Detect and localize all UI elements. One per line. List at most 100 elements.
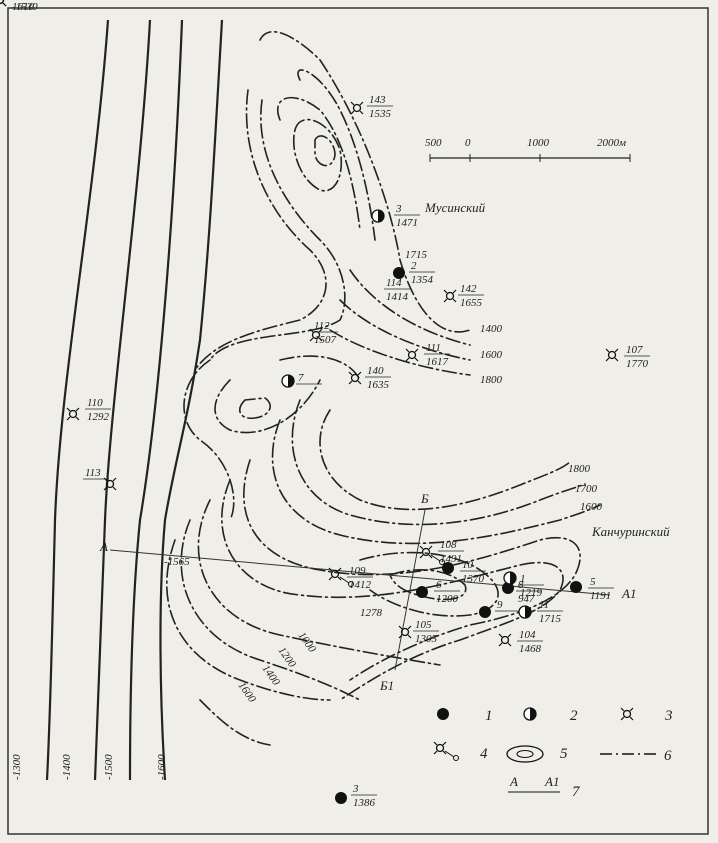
well-9-22-id: 9: [497, 599, 503, 611]
well-8-20-value: 947: [518, 593, 535, 605]
well-11-23-value: 1715: [539, 613, 562, 625]
well-114-5-id: 114: [386, 277, 402, 289]
well-108-15-value: 1491: [440, 553, 462, 565]
well-143-0-id: 143: [369, 94, 386, 106]
legend-section-label-right: А1: [544, 774, 559, 789]
legend-item-3: 3: [664, 708, 673, 724]
scale-label-2: 1000: [527, 137, 550, 149]
well-103-27-value: 1610: [12, 1, 35, 13]
well-9-22-symbol: [479, 606, 491, 618]
well-110-11-value: 1292: [87, 411, 110, 423]
well-1-17-id: 1: [520, 573, 526, 585]
legend-section-label-left: А: [509, 774, 518, 789]
well-10-16-id: 10: [462, 559, 474, 571]
well-143-0-symbol: [350, 101, 364, 115]
well-142-4-id: 142: [460, 283, 477, 295]
west-isolines: [45, 19, 224, 781]
well-114-5-value: 1414: [386, 291, 409, 303]
legend-symbol-2: [523, 707, 537, 721]
legend-item-4: 4: [480, 746, 488, 762]
legend-symbol-3: [620, 707, 634, 721]
well-6-19-id: 6: [436, 579, 442, 591]
well-140-8-value: 1635: [367, 379, 390, 391]
well-x-13-value: -1565: [164, 556, 190, 568]
well-107-10-value: 1770: [626, 358, 649, 370]
well-110-11-id: 110: [87, 397, 103, 409]
well-111-7-symbol: [405, 348, 419, 362]
isoline-label-west-1: -1400: [61, 754, 73, 780]
legend-symbol-4: [433, 741, 459, 761]
well-11-23-symbol: [518, 605, 532, 619]
legend-symbol-5: [506, 745, 544, 763]
well-109-14-symbol: [328, 567, 354, 587]
field-name-kanchurinsky: Канчуринский: [591, 524, 670, 539]
well-2-3-symbol: [393, 267, 405, 279]
well-7-9-symbol: [281, 374, 295, 388]
well-142-4-value: 1655: [460, 297, 483, 309]
well-111-7-id: 111: [426, 342, 441, 354]
well-104-25-symbol: [498, 633, 512, 647]
isoline-label-west-2: -1500: [103, 754, 115, 780]
profile-label-b1: Б1: [379, 678, 394, 693]
well-104-25-value: 1468: [519, 643, 542, 655]
well-142-4-symbol: [443, 289, 457, 303]
isoline-label-west-3: -1600: [156, 754, 168, 780]
well-3-1-value: 1471: [396, 217, 418, 229]
isoline-label-musinsky-2: 1800: [480, 374, 503, 386]
well-110-11-symbol: [66, 407, 80, 421]
well-5-21-value: 1191: [590, 590, 611, 602]
isoline-label-kanchurinsky-east-2: 1600: [580, 501, 603, 513]
well-3-26-symbol: [335, 792, 347, 804]
well-105-24-id: 105: [415, 619, 432, 631]
well-3-1-id: 3: [395, 203, 402, 215]
well-5-21-id: 5: [590, 576, 596, 588]
legend-item-7: 7: [572, 784, 581, 800]
isoline-label-west-0: -1300: [11, 754, 23, 780]
well-112-6-value: 1507: [314, 334, 337, 346]
well-104-25-id: 104: [519, 629, 536, 641]
well-109-14-value: 1412: [349, 579, 372, 591]
well-112-6-symbol: [309, 328, 323, 342]
well-143-0-value: 1535: [369, 108, 392, 120]
scale-label-1: 0: [465, 137, 471, 149]
well-113-12-symbol: [103, 477, 117, 491]
well-x-2-value: 1715: [405, 249, 428, 261]
legend-item-1: 1: [485, 708, 493, 724]
profile-label-a1: А1: [621, 586, 636, 601]
profile-lines: [109, 509, 611, 671]
well-108-15-symbol: [419, 545, 445, 565]
well-109-14-id: 109: [349, 565, 366, 577]
well-3-26-id: 3: [352, 783, 359, 795]
well-107-10-symbol: [605, 348, 619, 362]
kanchurinsky-contours: [166, 399, 601, 746]
well-7-9-id: 7: [298, 372, 304, 384]
well-3-1-symbol: [371, 209, 385, 223]
well-11-23-id: 11: [539, 599, 549, 611]
field-name-musinsky: Мусинский: [424, 200, 486, 215]
well-105-24-value: 1305: [415, 633, 438, 645]
legend-item-5: 5: [560, 746, 568, 762]
well-8-20-id: 8: [518, 579, 524, 591]
well-10-16-value: 1370: [462, 573, 485, 585]
well-106-28-value: -1530: [12, 1, 38, 13]
well-6-19-symbol: [416, 586, 428, 598]
map-frame: [7, 7, 709, 835]
isoline-label-musinsky-1: 1600: [480, 349, 503, 361]
scale-label-3: 2000м: [597, 137, 626, 149]
profile-label-a: А: [99, 539, 108, 554]
isoline-label-kanchurinsky-south-0: 1000: [296, 630, 319, 655]
well-1-17-symbol: [502, 582, 514, 594]
isoline-label-kanchurinsky-east-0: 1800: [568, 463, 591, 475]
well-107-10-id: 107: [626, 344, 643, 356]
well-140-8-symbol: [348, 371, 362, 385]
well-108-15-id: 108: [440, 539, 457, 551]
isoline-label-musinsky-0: 1400: [480, 323, 503, 335]
well-1-17-value: 1219: [520, 587, 543, 599]
scale-label-0: 500: [425, 137, 442, 149]
scale-bar: [429, 154, 631, 162]
well-8-20-symbol: [503, 571, 517, 585]
well-2-3-value: 1354: [411, 274, 434, 286]
